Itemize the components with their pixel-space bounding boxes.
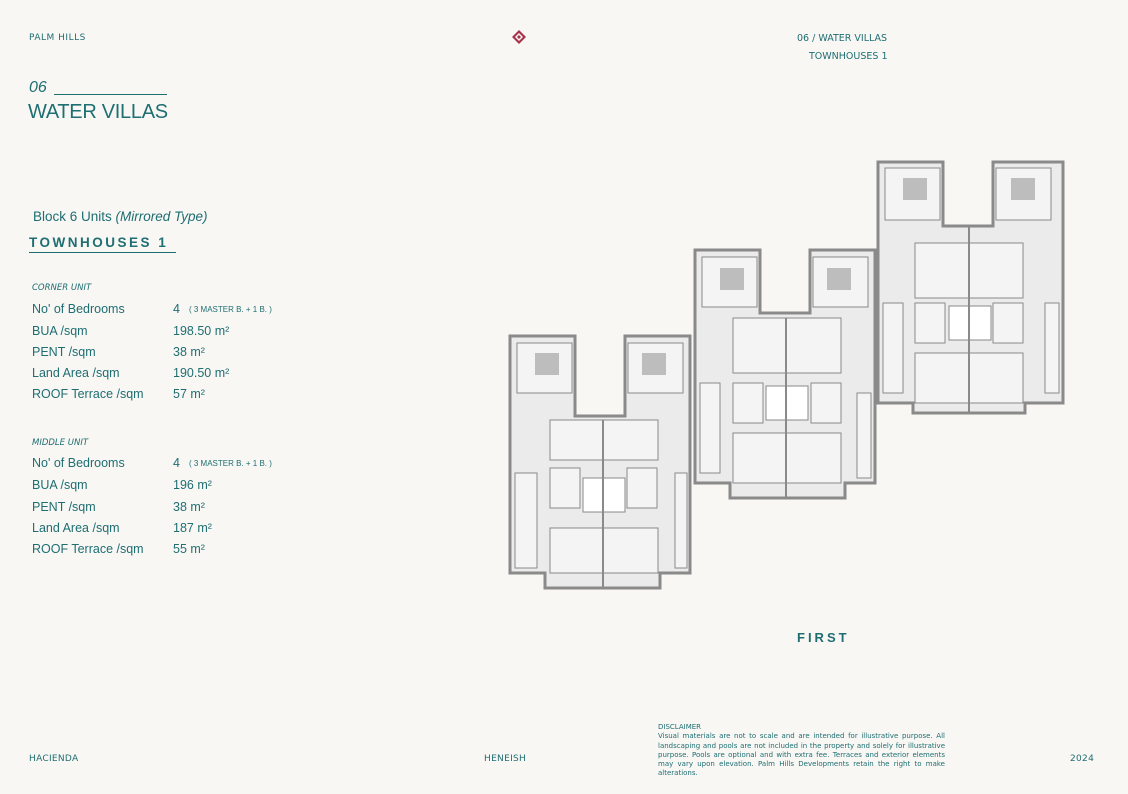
footer-year: 2024 xyxy=(1070,754,1095,764)
spec-note: ( 3 MASTER B. + 1 B. ) xyxy=(189,305,272,314)
spec-value: 198.50 m² xyxy=(173,324,230,338)
palm-hills-logo-icon xyxy=(512,30,526,44)
floor-label: FIRST xyxy=(797,630,850,645)
spec-value: 196 m² xyxy=(173,478,212,492)
townhouses-title: TOWNHOUSES 1 xyxy=(29,235,169,250)
spec-key: No' of Bedrooms xyxy=(32,302,125,316)
disclaimer-text: Visual materials are not to scale and ar… xyxy=(658,732,945,778)
spec-key: Land Area /sqm xyxy=(32,366,120,380)
townhouses-underline xyxy=(29,252,176,253)
spec-key: ROOF Terrace /sqm xyxy=(32,387,144,401)
section-number: 06 xyxy=(29,79,47,96)
spec-value: 4 xyxy=(173,456,180,470)
spec-value: 38 m² xyxy=(173,500,205,514)
block-title: Block 6 Units (Mirrored Type) xyxy=(33,209,208,224)
middle-unit-label: MIDDLE UNIT xyxy=(32,438,89,448)
footer-project: HACIENDA xyxy=(29,754,79,764)
section-title: WATER VILLAS xyxy=(28,101,168,123)
sub-breadcrumb: TOWNHOUSES 1 xyxy=(809,51,888,62)
spec-note: ( 3 MASTER B. + 1 B. ) xyxy=(189,459,272,468)
spec-key: No' of Bedrooms xyxy=(32,456,125,470)
spec-key: BUA /sqm xyxy=(32,478,88,492)
spec-value: 4 xyxy=(173,302,180,316)
section-breadcrumb: 06 / WATER VILLAS xyxy=(797,33,888,44)
corner-unit-label: CORNER UNIT xyxy=(32,283,92,293)
disclaimer: DISCLAIMER Visual materials are not to s… xyxy=(658,723,945,779)
spec-value: 57 m² xyxy=(173,387,205,401)
spec-key: ROOF Terrace /sqm xyxy=(32,542,144,556)
footer-location: HENEISH xyxy=(484,754,527,764)
brand-label: PALM HILLS xyxy=(29,33,86,43)
spec-key: Land Area /sqm xyxy=(32,521,120,535)
block-title-text: Block 6 Units xyxy=(33,209,112,224)
disclaimer-title: DISCLAIMER xyxy=(658,723,702,731)
spec-key: PENT /sqm xyxy=(32,500,96,514)
section-divider xyxy=(54,94,167,95)
spec-value: 187 m² xyxy=(173,521,212,535)
spec-value: 55 m² xyxy=(173,542,205,556)
spec-key: BUA /sqm xyxy=(32,324,88,338)
spec-value: 38 m² xyxy=(173,345,205,359)
spec-value: 190.50 m² xyxy=(173,366,230,380)
spec-key: PENT /sqm xyxy=(32,345,96,359)
block-type: (Mirrored Type) xyxy=(115,209,208,224)
floor-plan-drawing xyxy=(508,160,1065,590)
